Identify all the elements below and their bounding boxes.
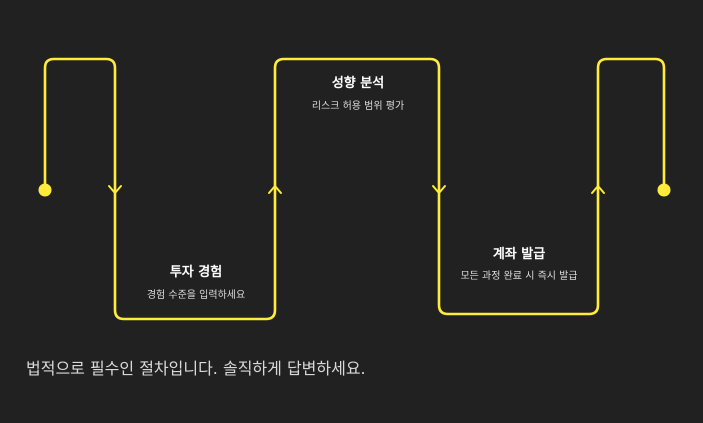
start-point-dot (38, 183, 52, 197)
step-investment-experience: 투자 경험 경험 수준을 입력하세요 (130, 265, 262, 302)
flow-path (43, 57, 666, 321)
step-tendency-analysis: 성향 분석 리스크 허용 범위 평가 (290, 76, 426, 113)
step-account-issuance: 계좌 발급 모든 과정 완료 시 즉시 발급 (452, 247, 586, 283)
arrow-up-icon (268, 184, 282, 194)
arrow-down-icon (432, 185, 446, 195)
arrow-up-icon (591, 184, 605, 194)
step-description: 모든 과정 완료 시 즉시 발급 (460, 271, 578, 282)
end-point-dot (657, 183, 671, 197)
step-title: 계좌 발급 (492, 247, 546, 262)
step-title: 투자 경험 (169, 265, 223, 280)
arrow-down-icon (108, 185, 122, 195)
legal-notice-text: 법적으로 필수인 절차입니다. 솔직하게 답변하세요. (26, 359, 366, 378)
step-title: 성향 분석 (331, 76, 385, 91)
step-description: 리스크 허용 범위 평가 (311, 101, 405, 112)
step-description: 경험 수준을 입력하세요 (146, 290, 246, 301)
